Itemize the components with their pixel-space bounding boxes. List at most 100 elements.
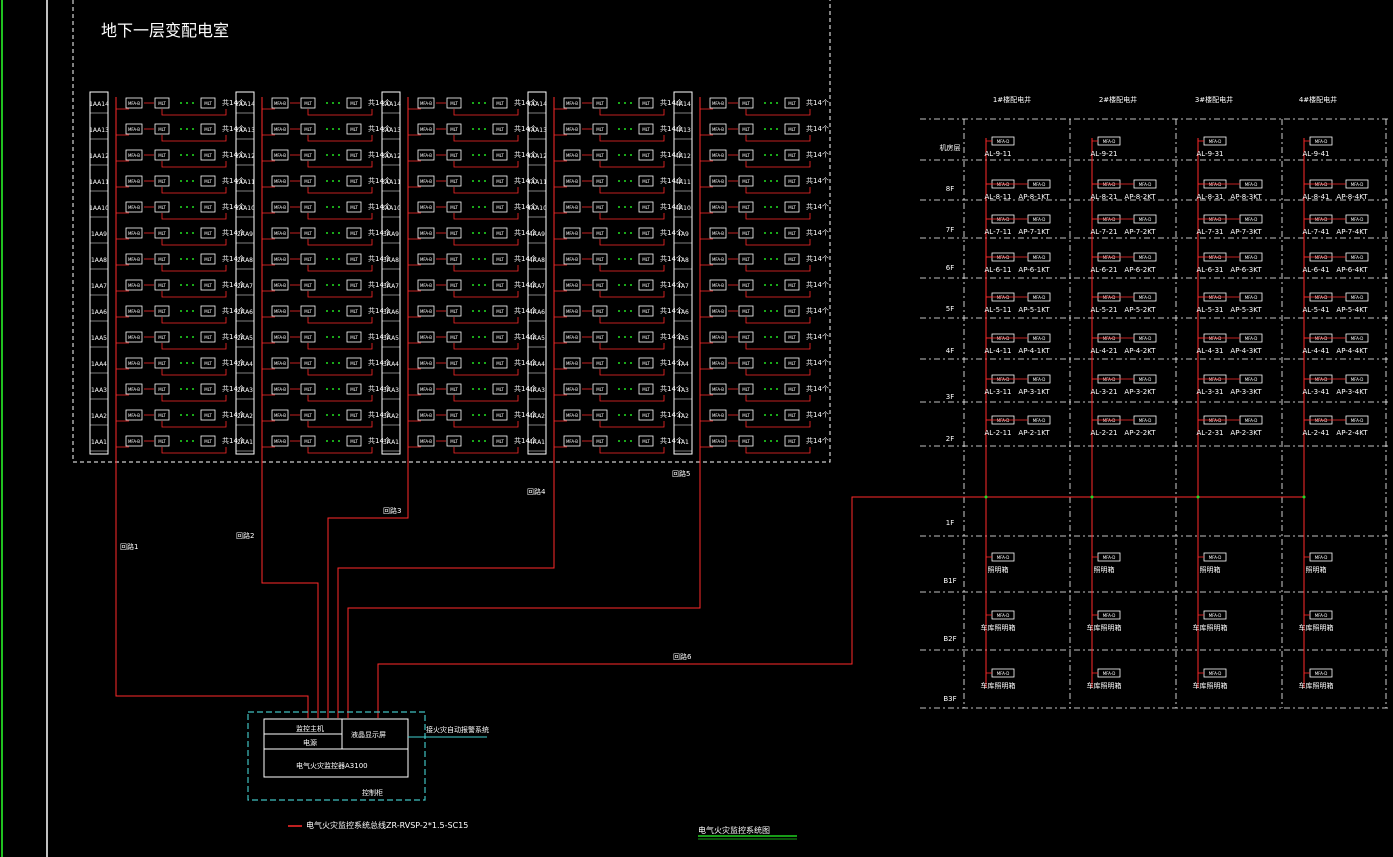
module-box — [125, 97, 143, 109]
module-wiring — [554, 206, 665, 220]
riser-panel-label: AL-6-21 — [1091, 266, 1118, 274]
module-count-label: 共14个 — [660, 124, 683, 133]
module-count-label: 共14个 — [368, 124, 391, 133]
panel-label: 1AA5 — [91, 335, 107, 342]
riser-module-tag: MFA-D — [1139, 217, 1152, 222]
module-count-label: 共14个 — [806, 436, 829, 445]
module-box — [200, 383, 216, 395]
continuation-dot — [618, 128, 620, 130]
module-box — [417, 253, 435, 265]
continuation-dot — [764, 206, 766, 208]
riser-panel-label: AP-6-1KT — [1018, 266, 1050, 274]
module-box — [125, 435, 143, 447]
module-box — [784, 149, 800, 161]
riser-module-tag: MFA-D — [1033, 182, 1046, 187]
riser-panel-label: AP-8-2KT — [1124, 193, 1156, 201]
module-label: MFA-B — [420, 127, 432, 132]
module-box — [492, 175, 508, 187]
panel-label: 4A11 — [675, 179, 691, 186]
continuation-dot — [618, 232, 620, 234]
riser-module-tag: MFA-D — [1245, 182, 1258, 187]
module-box — [271, 97, 289, 109]
floor-label: 7F — [946, 226, 954, 234]
module-label: MLT — [642, 335, 650, 340]
module-label: MLT — [642, 283, 650, 288]
riser-module-tag: MFA-D — [1103, 139, 1116, 144]
continuation-dot — [472, 284, 474, 286]
module-box — [784, 97, 800, 109]
panel-label: 3AA1 — [383, 439, 399, 446]
module-label: MLT — [350, 127, 358, 132]
module-box — [154, 149, 170, 161]
continuation-dot — [478, 284, 480, 286]
module-box — [738, 305, 754, 317]
continuation-dot — [770, 388, 772, 390]
module-count-label: 共14个 — [514, 306, 537, 315]
riser-panel-label: 车库照明箱 — [981, 623, 1016, 632]
module-label: MFA-B — [566, 283, 578, 288]
continuation-dot — [624, 206, 626, 208]
riser-module-tag: MFA-D — [997, 555, 1010, 560]
riser-module-tag: MFA-D — [1245, 418, 1258, 423]
riser-panel-label: 照明箱 — [1306, 565, 1327, 574]
module-box — [638, 409, 654, 421]
module-count-label: 共14个 — [806, 150, 829, 159]
module-label: MLT — [642, 309, 650, 314]
panel-label: 1AA2 — [91, 413, 107, 420]
continuation-dot — [180, 232, 182, 234]
panel-label: 3AA8 — [383, 257, 399, 264]
module-box — [446, 435, 462, 447]
continuation-dot — [484, 414, 486, 416]
module-label: MFA-B — [566, 153, 578, 158]
riser-panel-label: AP-3-4KT — [1336, 388, 1368, 396]
module-label: MLT — [450, 283, 458, 288]
panel-label: 4AA7 — [529, 283, 545, 290]
module-box — [125, 383, 143, 395]
continuation-dot — [338, 128, 340, 130]
module-box — [638, 175, 654, 187]
module-box — [638, 357, 654, 369]
module-box — [200, 331, 216, 343]
module-box — [300, 331, 316, 343]
module-wiring — [408, 414, 519, 428]
module-count-label: 共14个 — [514, 332, 537, 341]
module-label: MFA-B — [128, 439, 140, 444]
module-box — [200, 227, 216, 239]
module-box — [709, 331, 727, 343]
riser-module-tag: MFA-D — [1103, 336, 1116, 341]
module-label: MLT — [596, 257, 604, 262]
module-box — [738, 357, 754, 369]
riser-panel-label: 车库照明箱 — [1087, 681, 1122, 690]
module-count-label: 共14个 — [222, 98, 245, 107]
module-label: MLT — [350, 309, 358, 314]
monitor-unit — [263, 718, 409, 778]
module-box — [300, 383, 316, 395]
continuation-dot — [338, 362, 340, 364]
panel-label: 4A9 — [677, 231, 689, 238]
module-box — [592, 383, 608, 395]
module-label: MLT — [596, 361, 604, 366]
module-label: MLT — [450, 231, 458, 236]
continuation-dot — [624, 310, 626, 312]
module-wiring — [700, 102, 811, 116]
riser-panel-label: AP-7-2KT — [1124, 228, 1156, 236]
panel-label: 2AA14 — [235, 101, 255, 108]
module-label: MLT — [204, 361, 212, 366]
module-box — [492, 409, 508, 421]
continuation-dot — [764, 362, 766, 364]
module-label: MLT — [596, 153, 604, 158]
module-label: MLT — [788, 257, 796, 262]
riser-panel-label: AL-2-41 — [1303, 429, 1330, 437]
riser-module-tag: MFA-D — [1245, 377, 1258, 382]
panel-label: 2AA2 — [237, 413, 253, 420]
panel-label: 4AA5 — [529, 335, 545, 342]
module-wiring — [408, 232, 519, 246]
riser-module-tag: MFA-D — [997, 295, 1010, 300]
room-title: 地下一层变配电室 — [101, 21, 229, 40]
module-box — [125, 253, 143, 265]
riser-module-tag: MFA-D — [1033, 255, 1046, 260]
riser-module-tag: MFA-D — [1033, 336, 1046, 341]
continuation-dot — [180, 284, 182, 286]
module-label: MFA-B — [566, 127, 578, 132]
